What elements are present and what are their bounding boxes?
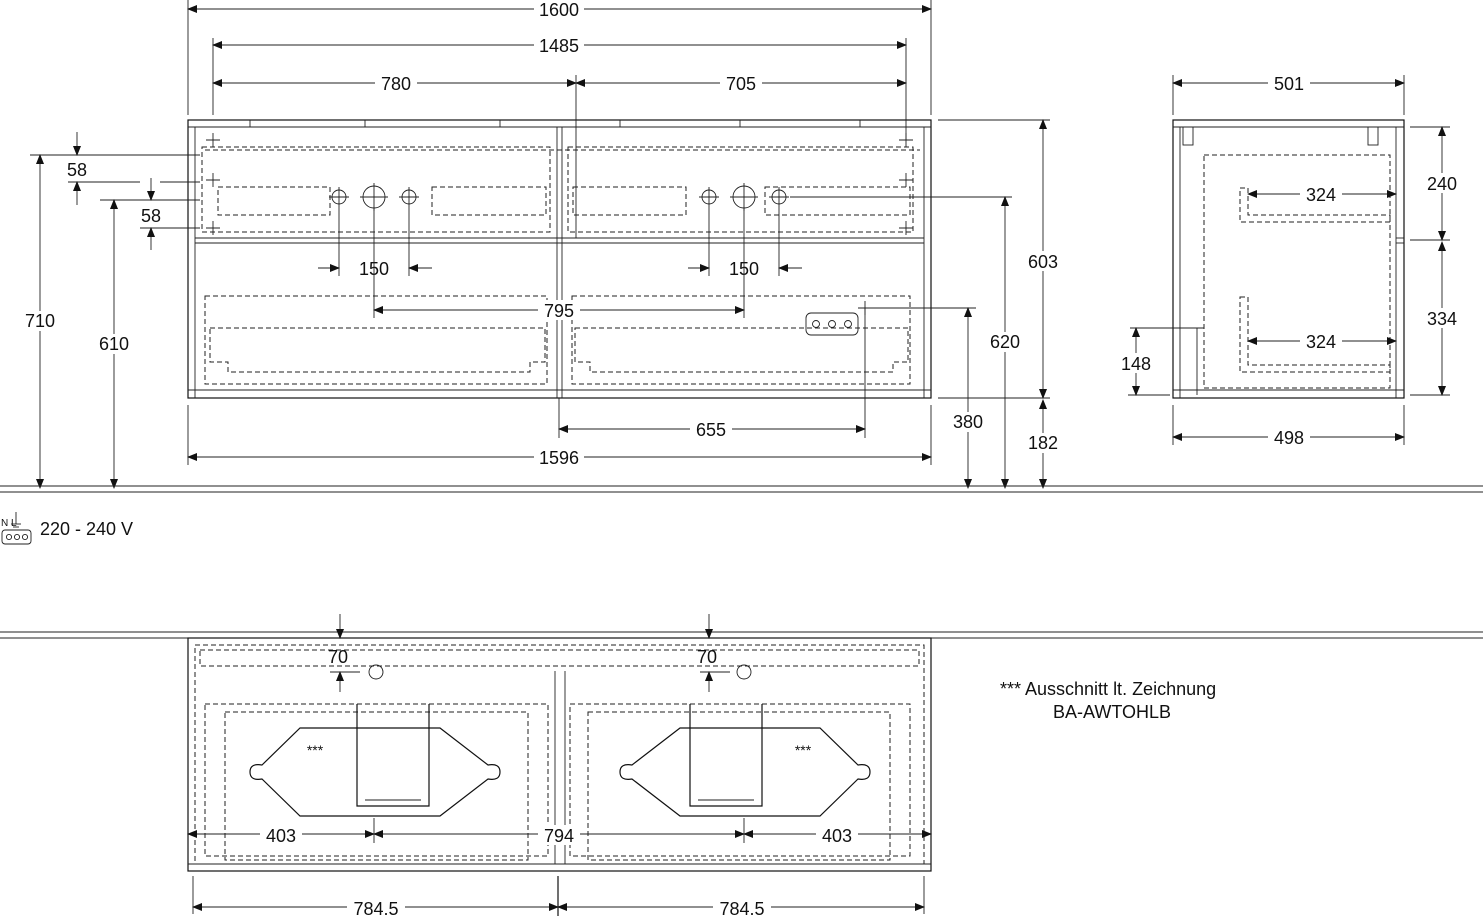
dim-380: 380 [953,412,983,432]
dim-240: 240 [1427,174,1457,194]
dim-794: 794 [544,826,574,846]
dim-498: 498 [1274,428,1304,448]
left-basin [249,727,501,817]
dim-501: 501 [1274,74,1304,94]
dim-603: 603 [1028,252,1058,272]
cutout-note-line2: BA-AWTOHLB [1053,702,1171,722]
dim-58-a: 58 [67,160,87,180]
front-cabinet-outline [187,119,932,399]
front-dimensions: 1600 1485 780 705 58 58 710 610 [20,0,1063,489]
dim-324-upper: 324 [1306,185,1336,205]
socket-icon [805,312,859,336]
plan-dimensions: 70 70 403 794 403 784.5 784.5 [187,614,932,918]
dim-710: 710 [25,311,55,331]
dim-58-b: 58 [141,206,161,226]
cutout-mark-right: *** [795,742,812,758]
dim-795: 795 [544,301,574,321]
tap-holes-left [329,183,419,211]
power-plug-icon: N L [1,512,32,545]
dim-70-right: 70 [697,647,717,667]
side-view [1130,119,1405,399]
dim-610: 610 [99,334,129,354]
cutout-mark-left: *** [307,742,324,758]
dim-655: 655 [696,420,726,440]
side-dimensions: 501 240 334 324 324 148 498 [1116,73,1462,448]
dim-403-right: 403 [822,826,852,846]
dim-182: 182 [1028,433,1058,453]
dim-403-left: 403 [266,826,296,846]
dim-148: 148 [1121,354,1151,374]
plan-view: *** *** [187,637,932,872]
floor-line-top [0,485,1483,493]
dim-70-left: 70 [328,647,348,667]
side-cabinet-outline [1172,119,1405,399]
crosshair-markers [206,133,913,315]
voltage-label: 220 - 240 V [40,519,133,539]
dim-1596: 1596 [539,448,579,468]
dim-784-5-left: 784.5 [353,899,398,918]
dim-780: 780 [381,74,411,94]
dim-705: 705 [726,74,756,94]
right-basin [619,727,871,817]
floor-line-plan [0,631,1483,639]
cutout-note-line1: *** Ausschnitt lt. Zeichnung [1000,679,1216,699]
dim-324-lower: 324 [1306,332,1336,352]
plug-symbol-label: N L [1,518,17,529]
dim-620: 620 [990,332,1020,352]
dim-1485: 1485 [539,36,579,56]
dim-784-5-right: 784.5 [719,899,764,918]
dim-334: 334 [1427,309,1457,329]
plan-cabinet-outline [187,637,932,872]
front-view [187,119,932,399]
dim-1600: 1600 [539,0,579,20]
